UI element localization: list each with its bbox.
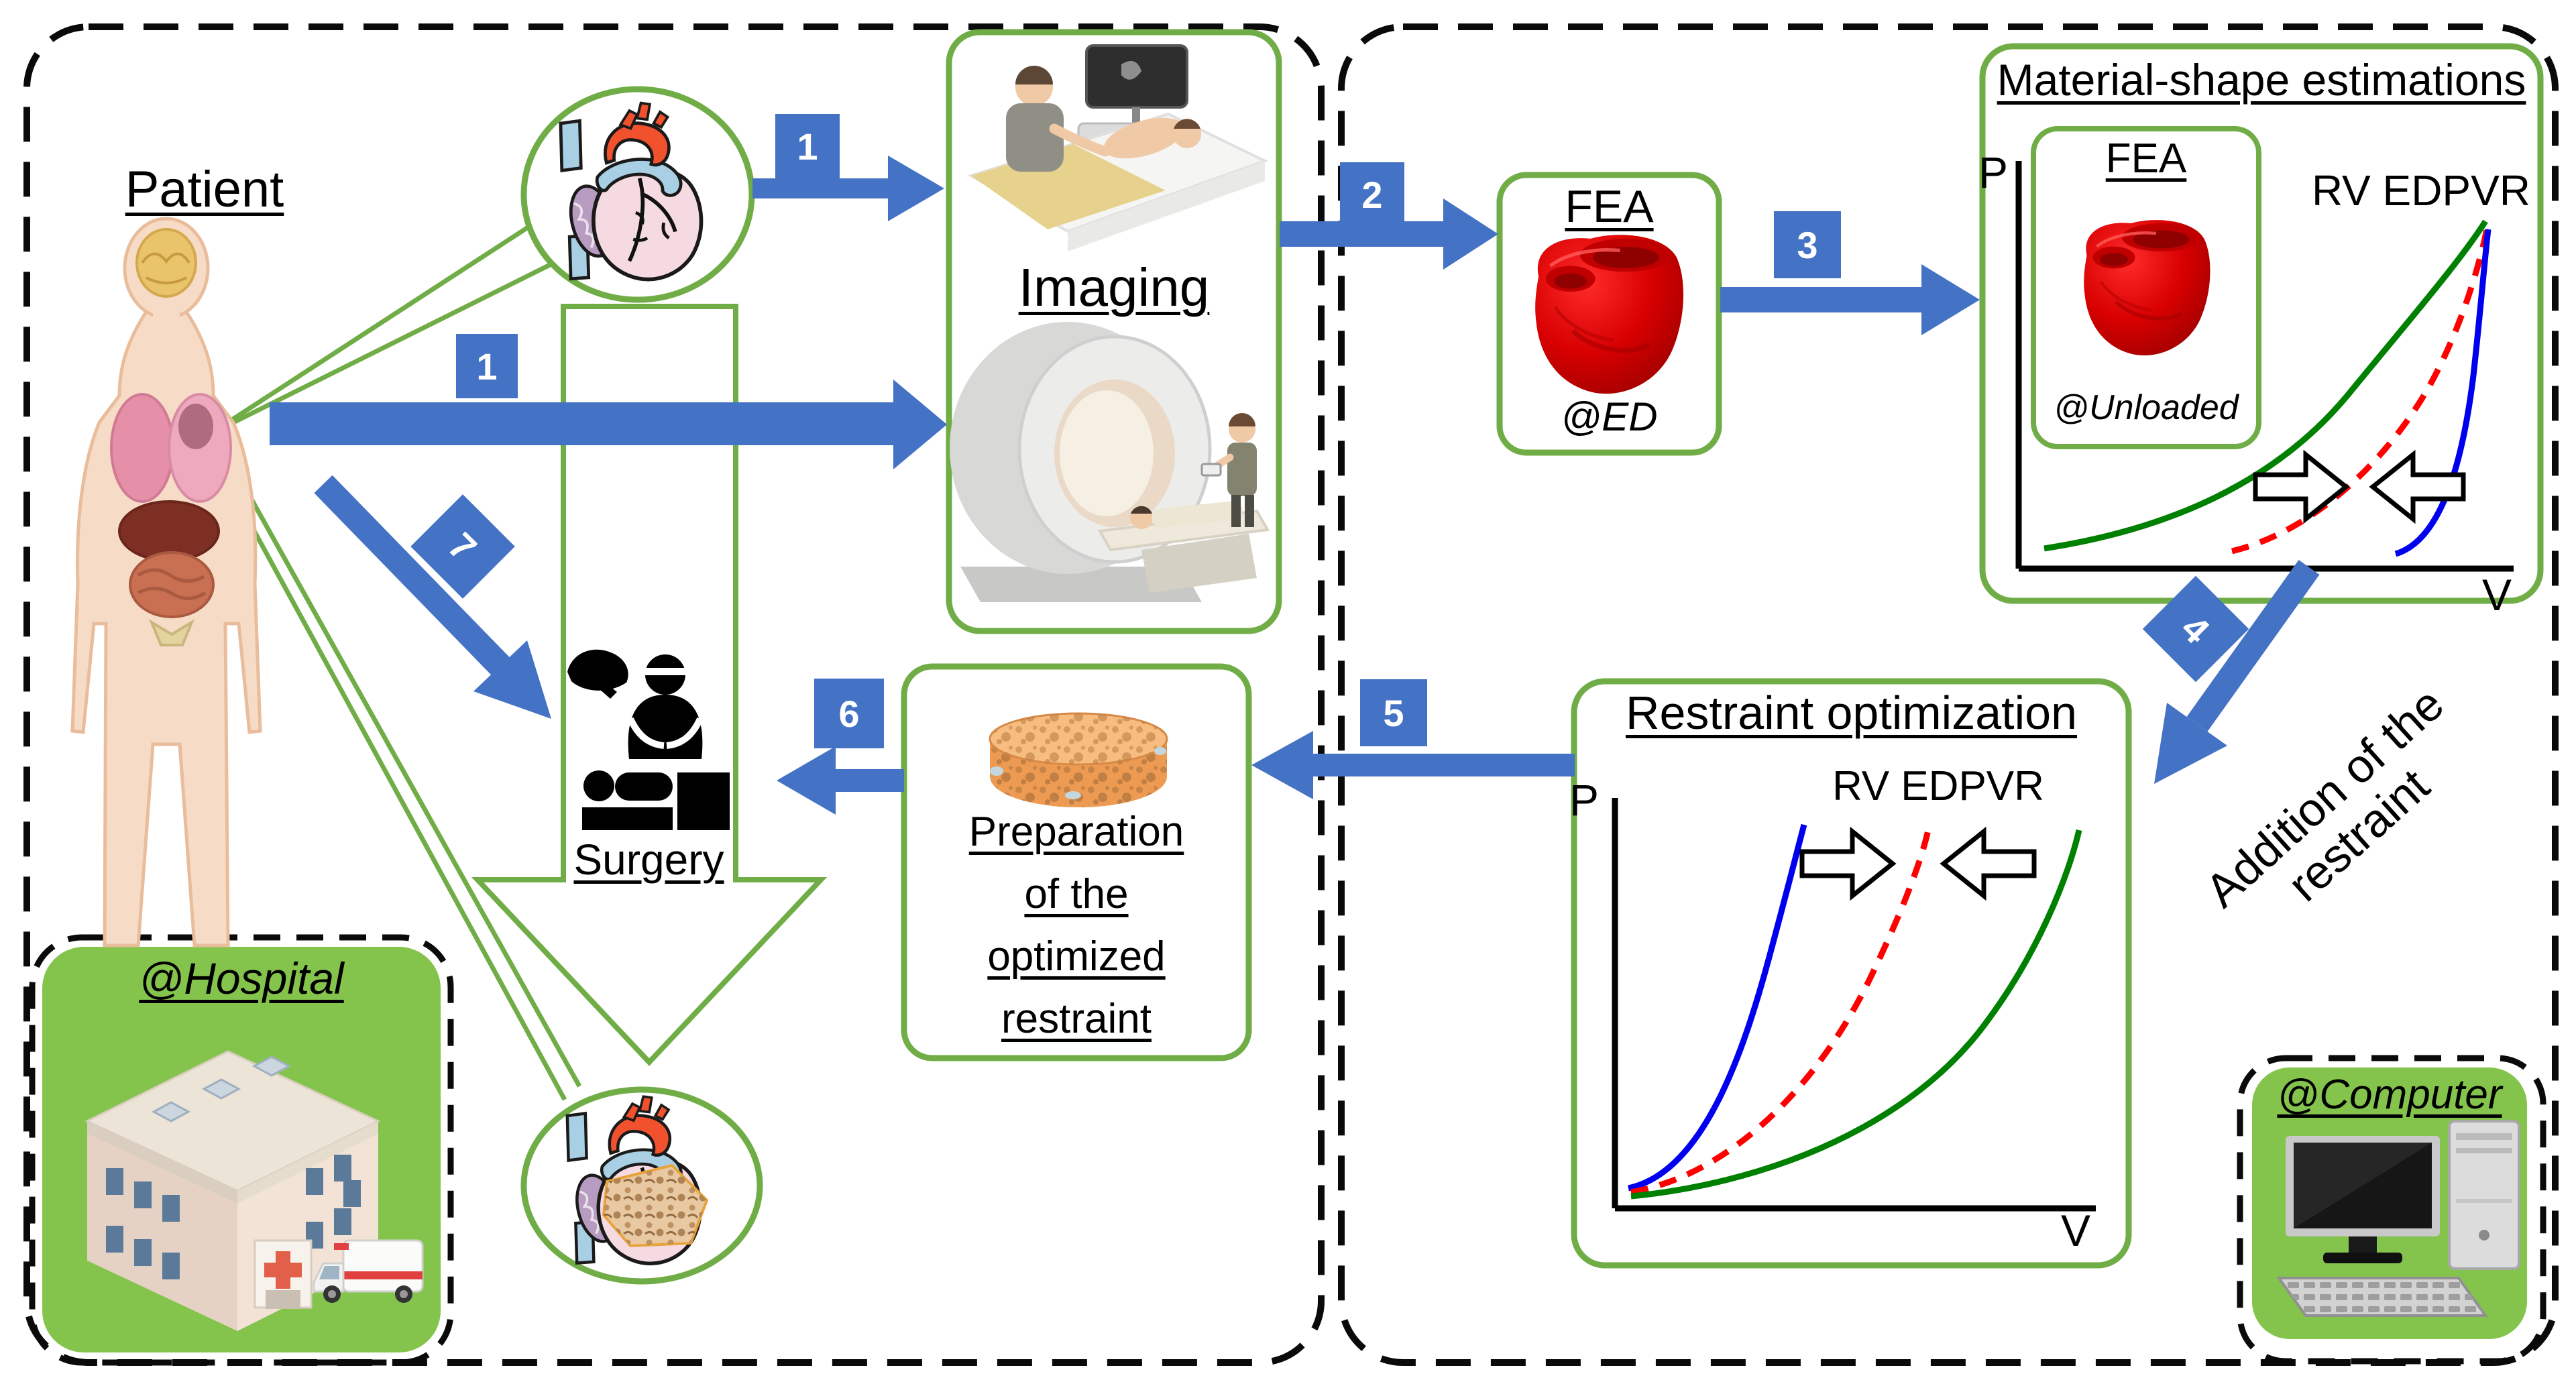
step-1-heart-badge: 1 <box>775 114 840 178</box>
hospital-building-icon <box>85 1050 424 1331</box>
restraint-y-axis-label: P <box>1569 775 1600 825</box>
material-shape-box <box>1979 43 2544 604</box>
preparation-line-3: optimized <box>987 933 1166 980</box>
treated-heart-icon <box>520 1086 763 1285</box>
preparation-line-4: restraint <box>1001 995 1152 1042</box>
preparation-label: Preparation of the optimized restraint <box>912 809 1241 1059</box>
material-fea-caption: @Unloaded <box>2054 388 2239 427</box>
fea-label: FEA <box>1565 181 1654 232</box>
block-arrow-right-icon <box>2253 449 2350 524</box>
patient-label: Patient <box>125 161 284 218</box>
ambulance-icon <box>313 1239 424 1303</box>
step-6-badge: 6 <box>814 679 884 748</box>
material-x-axis-label: V <box>2481 570 2512 620</box>
ultrasound-scene-icon <box>968 44 1269 251</box>
restraint-optimization-title: Restraint optimization <box>1625 687 2078 739</box>
step-3-badge: 3 <box>1774 211 1841 278</box>
callout-lines <box>203 221 582 1101</box>
block-arrow-right-icon <box>1799 826 1897 901</box>
step-1-body-badge: 1 <box>456 334 518 398</box>
heart-illustration-icon <box>520 86 755 303</box>
surgery-label: Surgery <box>573 835 724 884</box>
block-arrow-left-icon <box>2369 449 2466 524</box>
restraint-optimization-box <box>1571 678 2132 1269</box>
material-fea-label: FEA <box>2105 135 2187 182</box>
preparation-box <box>901 663 1252 1061</box>
material-shape-title: Material-shape estimations <box>1997 55 2526 105</box>
hospital-domain-border <box>23 23 1325 1366</box>
material-y-axis-label: P <box>1978 148 2009 197</box>
surgeon-pictogram-icon <box>567 649 730 830</box>
restraint-x-axis-label: V <box>2060 1206 2091 1255</box>
preparation-line-1: Preparation <box>968 809 1184 855</box>
fea-caption: @ED <box>1561 394 1658 439</box>
desktop-computer-icon <box>2276 1120 2520 1317</box>
step-5-badge: 5 <box>1360 679 1427 746</box>
restraint-rv-edpvr-label: RV EDPVR <box>1832 763 2044 809</box>
fea-box <box>1496 172 1722 456</box>
block-arrow-left-icon <box>1940 826 2037 901</box>
sponge-disc-icon <box>989 712 1168 807</box>
mri-scanner-icon <box>950 322 1270 602</box>
imaging-label: Imaging <box>1018 257 1210 317</box>
step-2-badge: 2 <box>1340 162 1404 227</box>
hospital-label: @Hospital <box>139 954 344 1003</box>
material-rv-edpvr-label: RV EDPVR <box>2311 166 2531 215</box>
preparation-line-2: of the <box>1024 870 1129 917</box>
computer-label: @Computer <box>2277 1072 2502 1118</box>
computer-domain-border <box>1338 23 2559 1366</box>
flow-arrows <box>270 156 2320 815</box>
anatomy-figure-icon <box>70 217 262 947</box>
